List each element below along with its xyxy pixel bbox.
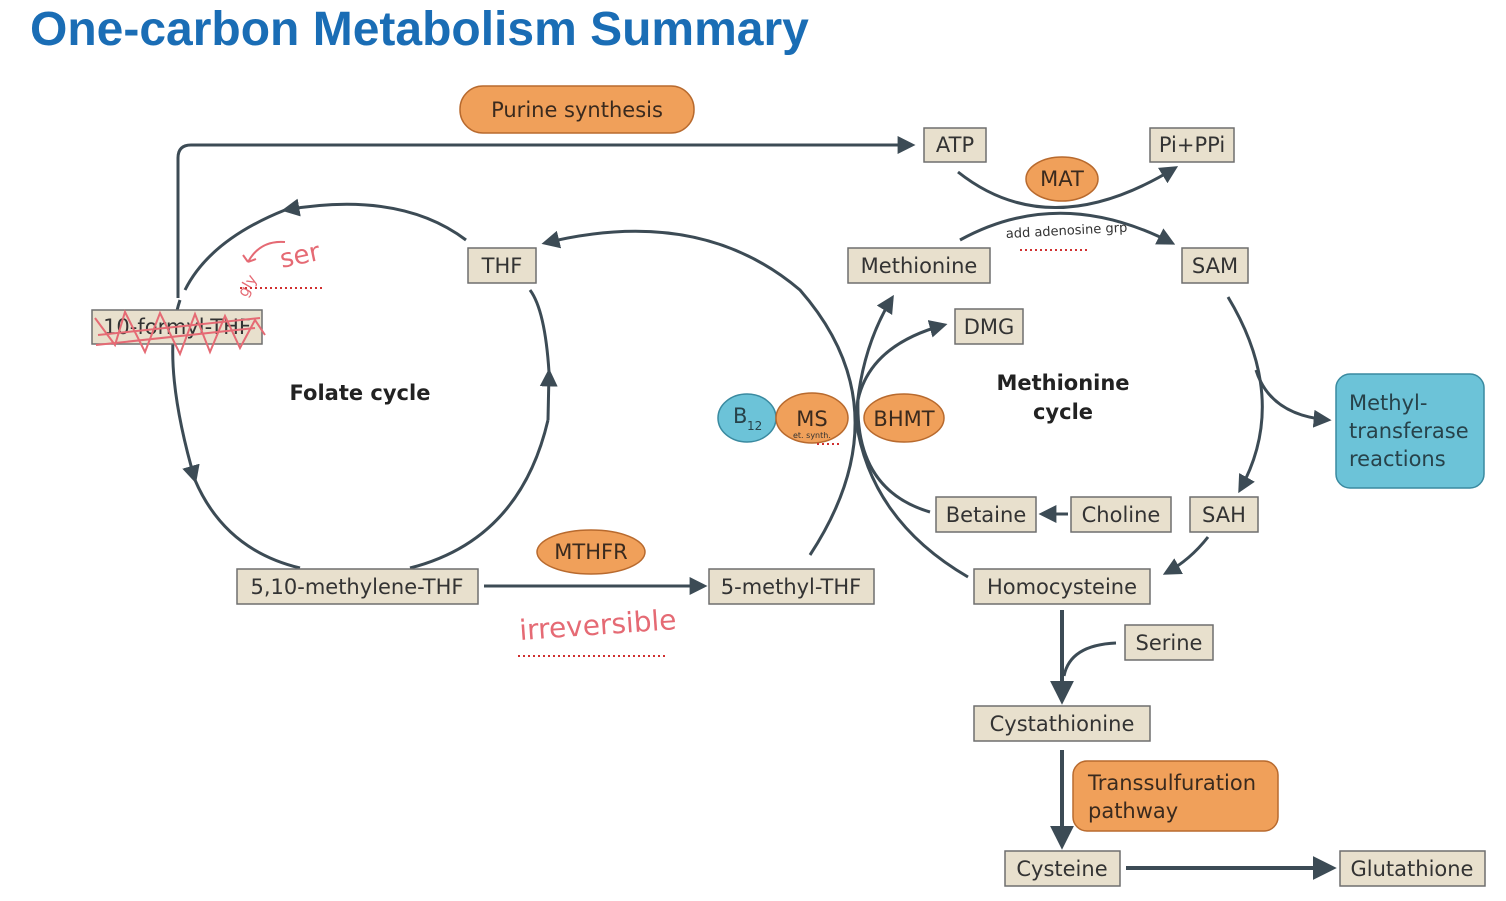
gly-note: gly bbox=[234, 271, 261, 300]
homocysteine-to-methionine-arrow bbox=[854, 294, 969, 579]
choline-box: Choline bbox=[1070, 496, 1172, 533]
sah-label: SAH bbox=[1202, 503, 1246, 527]
glutathione-box: Glutathione bbox=[1339, 850, 1486, 887]
purine-to-atp-arrow bbox=[176, 136, 916, 298]
methionine-to-sam-arrow bbox=[959, 211, 1176, 245]
choline-label: Choline bbox=[1082, 503, 1161, 527]
transsulfuration-pill: Transsulfuration pathway bbox=[1072, 760, 1279, 832]
thf-label: THF bbox=[481, 254, 523, 278]
methionine-cycle-label-line1: Methionine bbox=[996, 371, 1129, 395]
transsulfuration-line2: pathway bbox=[1088, 799, 1178, 823]
methyltransferase-line2: transferase bbox=[1349, 419, 1469, 443]
folate-arc-top-arrow bbox=[281, 198, 467, 242]
methyltransferase-line1: Methyl- bbox=[1349, 391, 1427, 415]
formyl-crossout-scribble bbox=[94, 309, 266, 357]
b12-cofactor: B 12 bbox=[717, 393, 777, 443]
thf-box: THF bbox=[467, 247, 537, 284]
methionine-label: Methionine bbox=[861, 254, 978, 278]
homocysteine-box: Homocysteine bbox=[973, 568, 1151, 605]
cystathionine-label: Cystathionine bbox=[990, 712, 1135, 736]
atp-to-pippi-arrow bbox=[957, 166, 1179, 209]
ms-enzyme: MS et. synth. bbox=[775, 392, 849, 445]
folate-arc-bottom-right bbox=[409, 419, 550, 570]
b12-letter: B bbox=[733, 404, 747, 428]
methyltransferase-line3: reactions bbox=[1349, 447, 1446, 471]
add-adenosine-note: add adenosine grp bbox=[1005, 221, 1127, 242]
gly-ser-arrow bbox=[242, 240, 286, 263]
atp-box: ATP bbox=[923, 127, 987, 163]
purine-synthesis-label: Purine synthesis bbox=[491, 98, 663, 122]
mat-label: MAT bbox=[1040, 167, 1084, 191]
folate-arc-bottom-left bbox=[193, 479, 301, 570]
mthfr-label: MTHFR bbox=[554, 540, 627, 564]
methyl-thf-label: 5-methyl-THF bbox=[721, 575, 861, 599]
purine-synthesis-pill: Purine synthesis bbox=[459, 85, 695, 134]
folate-arc-right-top bbox=[528, 289, 551, 373]
methylene-thf-box: 5,10-methylene-THF bbox=[236, 568, 479, 605]
methionine-cycle-label-line2: cycle bbox=[1033, 400, 1093, 424]
serine-join-line bbox=[1062, 641, 1117, 677]
homocysteine-label: Homocysteine bbox=[987, 575, 1137, 599]
methylene-thf-label: 5,10-methylene-THF bbox=[250, 575, 463, 599]
pippi-box: Pi+PPi bbox=[1149, 127, 1235, 163]
dmg-label: DMG bbox=[964, 315, 1015, 339]
irreversible-note: irreversible bbox=[518, 603, 677, 647]
bhmt-enzyme: BHMT bbox=[863, 393, 945, 443]
betaine-label: Betaine bbox=[946, 503, 1027, 527]
transsulfuration-line1: Transsulfuration bbox=[1087, 771, 1256, 795]
b12-subscript: 12 bbox=[747, 419, 762, 433]
mthfr-enzyme: MTHFR bbox=[536, 529, 646, 575]
page-title: One-carbon Metabolism Summary bbox=[30, 3, 809, 56]
sam-to-sah-arrow bbox=[1226, 296, 1264, 494]
cystathionine-box: Cystathionine bbox=[973, 705, 1151, 742]
methionine-box: Methionine bbox=[847, 247, 991, 284]
methyltransferase-box: Methyl- transferase reactions bbox=[1335, 373, 1485, 489]
betaine-box: Betaine bbox=[935, 496, 1037, 533]
cysteine-box: Cysteine bbox=[1004, 850, 1121, 887]
dmg-box: DMG bbox=[954, 308, 1024, 345]
folate-arc-right-arrow bbox=[539, 368, 558, 421]
folate-arc-top-left bbox=[183, 208, 286, 291]
folate-cycle-label: Folate cycle bbox=[290, 381, 431, 405]
bhmt-label: BHMT bbox=[873, 407, 934, 431]
serine-box: Serine bbox=[1124, 624, 1214, 661]
methyl-thf-box: 5-methyl-THF bbox=[708, 568, 875, 605]
methylthf-to-thf-arrow bbox=[541, 229, 857, 556]
serine-label: Serine bbox=[1136, 631, 1203, 655]
sam-label: SAM bbox=[1192, 254, 1238, 278]
pippi-label: Pi+PPi bbox=[1159, 133, 1225, 157]
glutathione-label: Glutathione bbox=[1351, 857, 1474, 881]
cysteine-label: Cysteine bbox=[1016, 857, 1107, 881]
ms-label: MS bbox=[796, 407, 827, 431]
sah-box: SAH bbox=[1189, 496, 1259, 533]
betaine-to-dmg-arrow bbox=[856, 320, 948, 514]
to-methyltransferase-arrow bbox=[1254, 369, 1332, 428]
sah-to-homocysteine-arrow bbox=[1162, 536, 1210, 575]
atp-label: ATP bbox=[936, 133, 974, 157]
ms-note: et. synth. bbox=[793, 431, 831, 440]
mat-enzyme: MAT bbox=[1025, 156, 1099, 202]
sam-box: SAM bbox=[1181, 247, 1249, 284]
